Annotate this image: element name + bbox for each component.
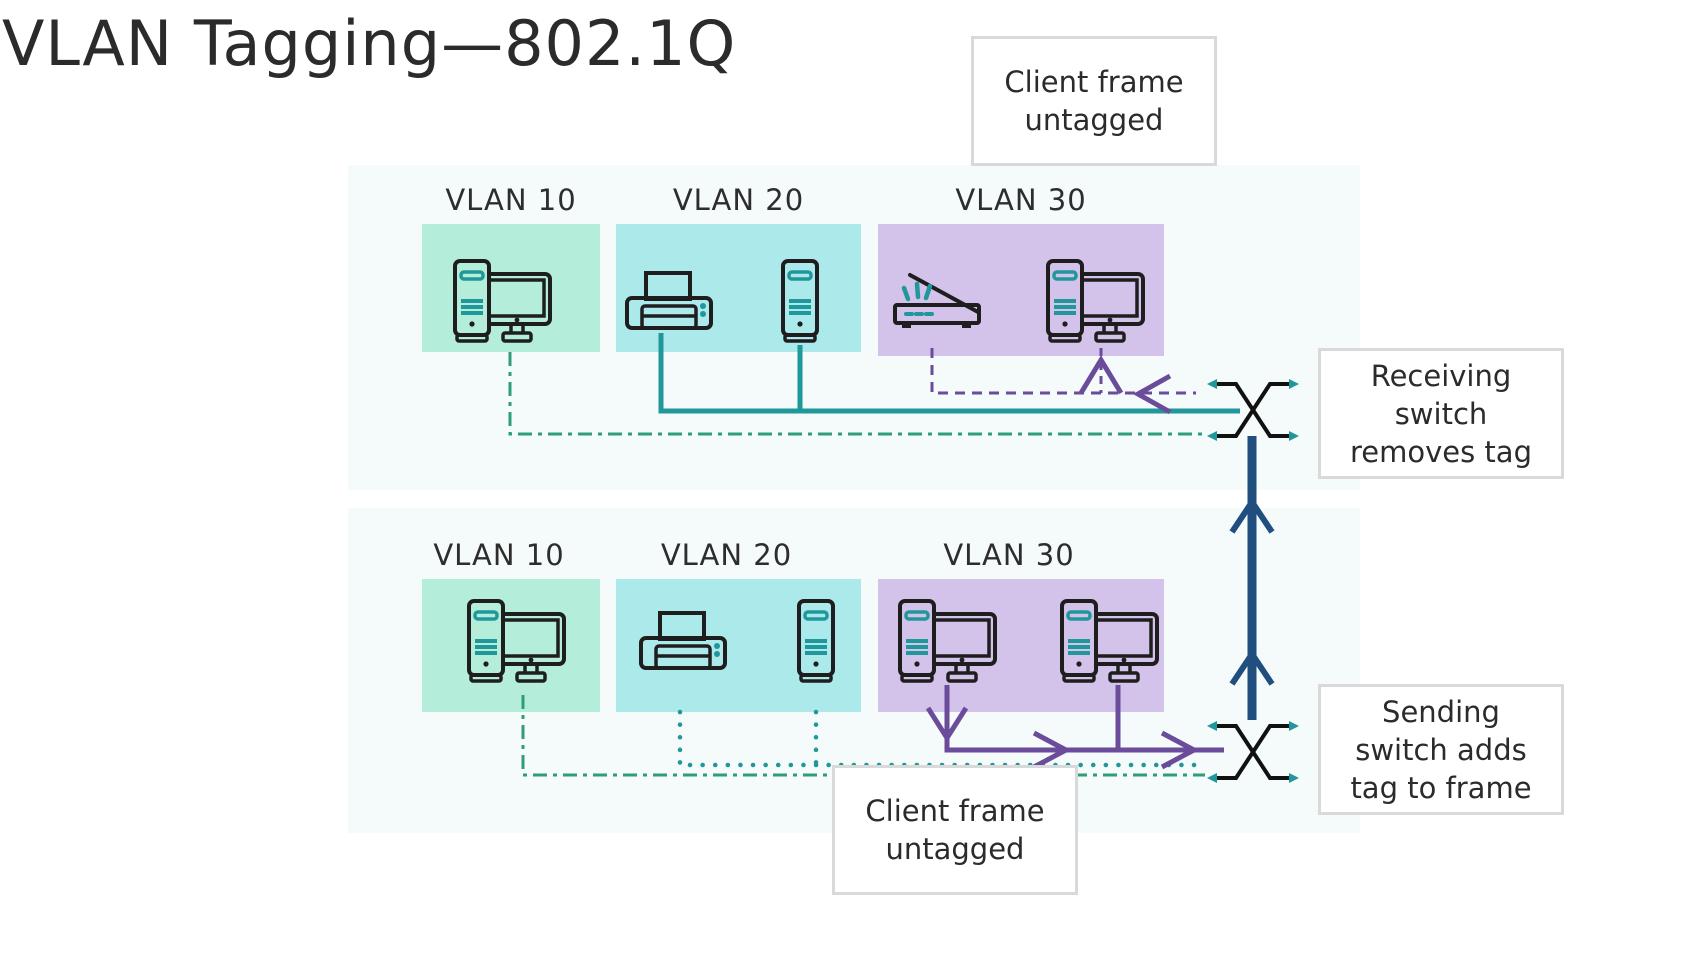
page-title: VLAN Tagging—802.1Q (2, 7, 737, 80)
bottom-vlan10-label: VLAN 10 (433, 538, 565, 572)
bottom-switch-arrowheads (1207, 721, 1299, 783)
bottom-vlan10-link (521, 695, 1205, 777)
top-vlan10-label: VLAN 10 (445, 183, 577, 217)
callout-line: Receiving (1370, 358, 1512, 393)
bottom-right-arrow-icon-1 (1032, 730, 1072, 770)
top-vlan10-link (508, 352, 1205, 436)
top-vlan20-link (658, 333, 1240, 414)
bottom-vlan10-zone (422, 579, 600, 712)
sending-switch-callout: Sending switch adds tag to frame (1318, 684, 1564, 815)
bottom-vlan30-label: VLAN 30 (943, 538, 1075, 572)
callout-line: Client frame (1004, 65, 1184, 99)
bottom-switch-icon (1216, 724, 1290, 780)
bottom-vlan30-link (944, 685, 1224, 753)
top-switch-icon (1216, 382, 1290, 438)
callout-line: switch adds (1355, 732, 1527, 767)
bottom-vlan20-link (677, 709, 1208, 768)
top-vlan30-link (930, 348, 1196, 395)
callout-line: untagged (1024, 103, 1164, 137)
receiving-switch-callout: Receiving switch removes tag (1318, 348, 1564, 479)
callout-line: Client frame (865, 794, 1045, 828)
callout-line: Sending (1382, 694, 1500, 729)
callout-line: tag to frame (1350, 770, 1532, 805)
trunk-arrow-lower-icon (1229, 648, 1275, 686)
callout-line: removes tag (1349, 434, 1532, 469)
top-vlan20-zone (616, 224, 861, 352)
top-vlan30-label: VLAN 30 (955, 183, 1087, 217)
callout-line: untagged (885, 832, 1025, 866)
top-left-arrow-icon (1132, 373, 1172, 415)
top-client-frame-callout: Client frame untagged (971, 36, 1217, 166)
bottom-right-arrow-icon-2 (1160, 730, 1200, 770)
bottom-client-frame-callout: Client frame untagged (832, 765, 1078, 895)
callout-line: switch (1394, 396, 1488, 431)
trunk-arrow-upper-icon (1229, 496, 1275, 534)
top-up-arrow-icon (1078, 355, 1124, 395)
bottom-vlan20-label: VLAN 20 (660, 538, 793, 572)
top-vlan20-label: VLAN 20 (672, 183, 805, 217)
bottom-down-arrow-icon (925, 706, 969, 743)
top-switch-arrowheads (1207, 379, 1299, 441)
